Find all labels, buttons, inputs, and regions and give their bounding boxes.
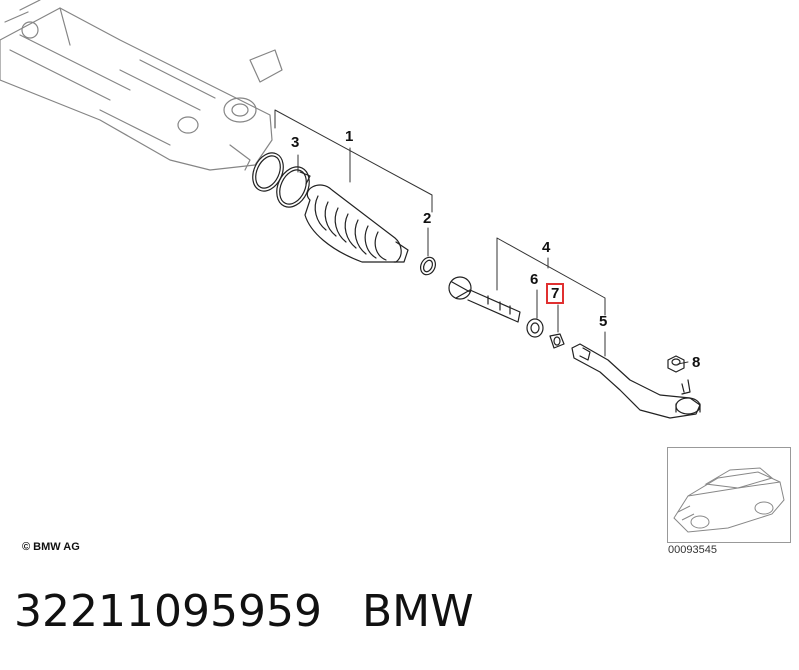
callout-leaders	[274, 109, 689, 365]
part-caption: 32211095959 BMW	[14, 586, 474, 637]
part-number: 32211095959	[14, 586, 322, 637]
lock-nut	[526, 318, 544, 338]
inner-tie-rod	[448, 276, 521, 323]
vehicle-thumbnail	[667, 447, 791, 543]
bellows-boot	[304, 184, 409, 263]
small-clamp	[420, 256, 436, 276]
callout-6: 6	[530, 271, 539, 288]
diagram-reference-number: 00093545	[668, 544, 717, 556]
callout-3: 3	[291, 134, 300, 151]
hose-clip	[276, 166, 311, 208]
callout-7-highlighted: 7	[546, 283, 565, 304]
steering-rack-exploded-diagram	[0, 0, 701, 419]
callout-8: 8	[692, 354, 701, 371]
callout-5: 5	[599, 313, 608, 330]
outer-tie-rod	[571, 343, 701, 419]
self-locking-nut	[667, 355, 685, 373]
copyright-label: © BMW AG	[22, 541, 80, 553]
callout-4: 4	[542, 239, 551, 256]
brand-name: BMW	[361, 586, 474, 637]
sleeve	[549, 333, 565, 349]
callout-2: 2	[423, 210, 432, 227]
callout-1: 1	[345, 128, 354, 145]
steering-rack-housing	[0, 0, 283, 171]
clamp-ring	[252, 152, 284, 192]
